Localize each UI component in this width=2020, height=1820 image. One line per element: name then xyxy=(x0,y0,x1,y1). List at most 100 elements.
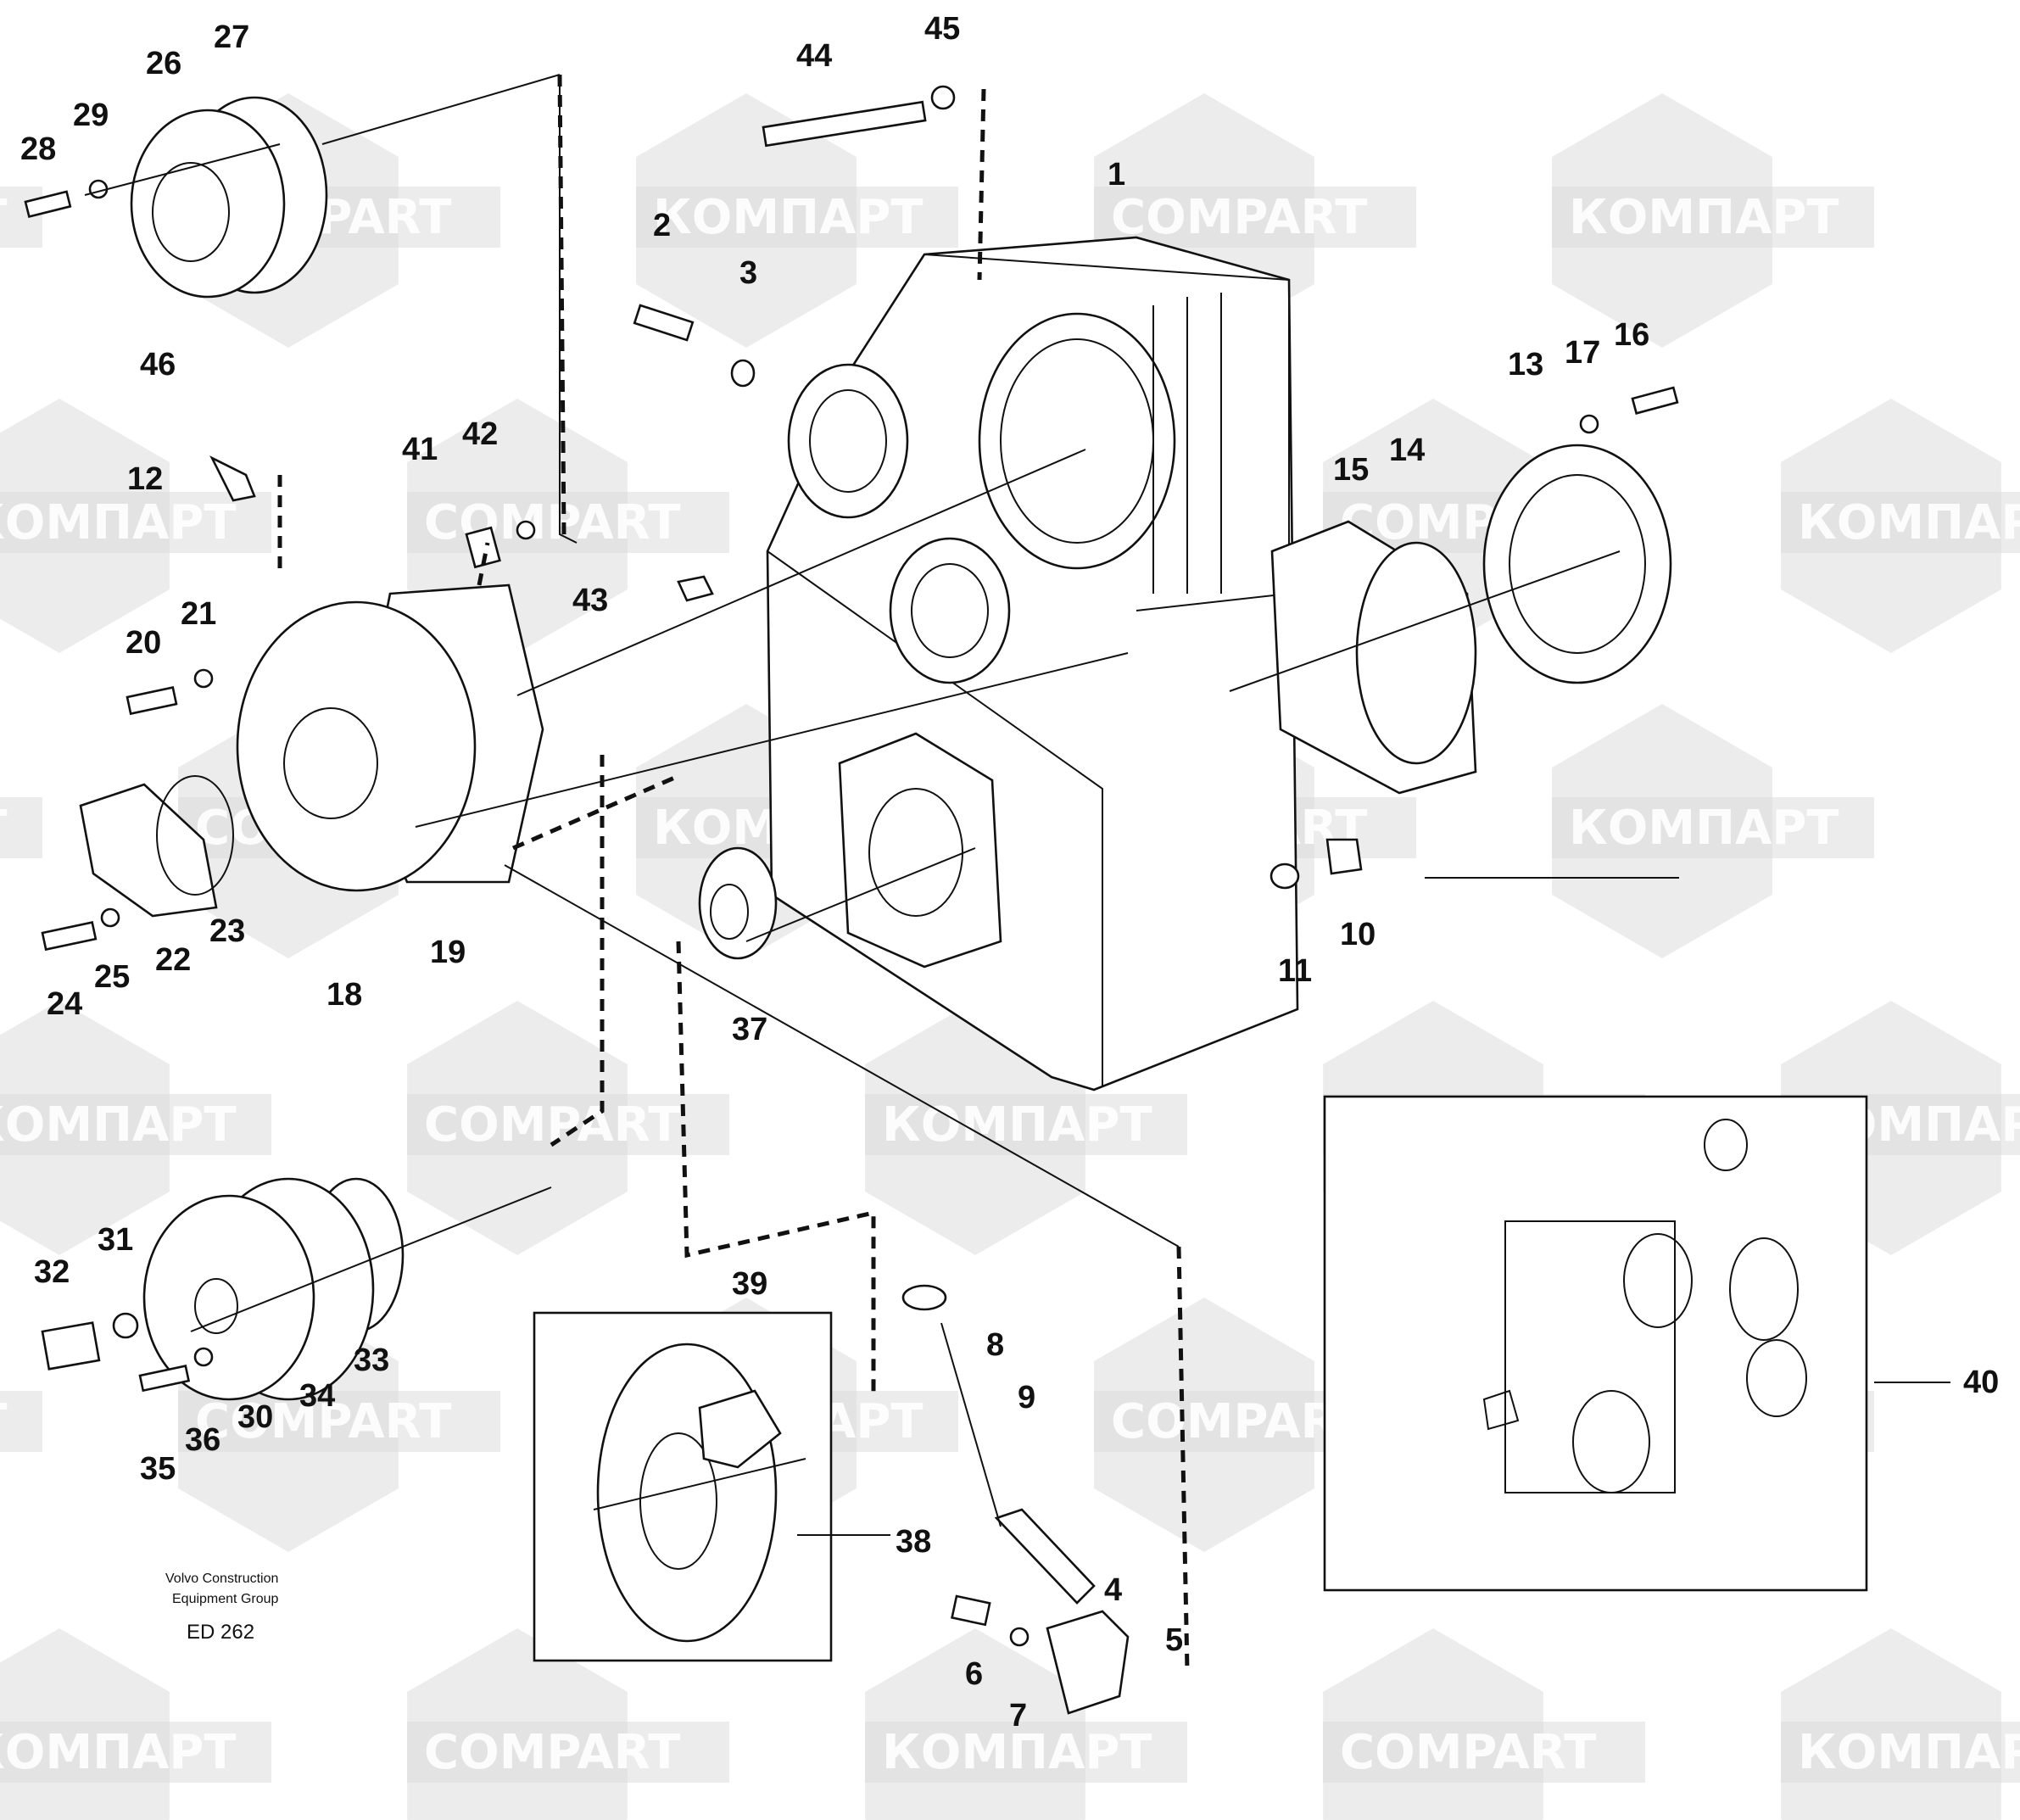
callout-25: 25 xyxy=(94,959,130,995)
callout-3: 3 xyxy=(739,255,757,291)
watermark-band xyxy=(0,492,271,553)
watermark-text: COMPART xyxy=(424,1725,680,1780)
callout-37: 37 xyxy=(732,1012,767,1047)
fasteners xyxy=(24,85,1679,1647)
watermark-text: КОМПАРТ xyxy=(1798,495,2020,550)
watermark-text: КОМПАРТ xyxy=(0,190,8,245)
watermark-band xyxy=(407,1722,729,1783)
watermark-text: COMPART xyxy=(195,1394,451,1449)
watermark-text: КОМПАРТ xyxy=(882,1097,1152,1153)
overview-inset-40 xyxy=(1323,1095,1868,1592)
callout-13: 13 xyxy=(1508,347,1543,382)
watermark-band xyxy=(0,1722,271,1783)
callout-8: 8 xyxy=(986,1327,1004,1363)
watermark-band xyxy=(1781,492,2020,553)
callout-41: 41 xyxy=(402,432,438,467)
callout-36: 36 xyxy=(185,1422,220,1458)
transmission-housing xyxy=(766,236,1299,1091)
credit-line-2: Equipment Group xyxy=(172,1592,279,1606)
callout-2: 2 xyxy=(653,208,671,243)
dipstick-assembly xyxy=(901,1284,1130,1715)
callout-43: 43 xyxy=(572,583,608,618)
brake-disc-inset xyxy=(533,1311,833,1662)
callout-22: 22 xyxy=(155,942,191,978)
callout-15: 15 xyxy=(1333,452,1369,488)
callout-40: 40 xyxy=(1963,1365,1999,1400)
callout-12: 12 xyxy=(127,461,163,497)
callout-5: 5 xyxy=(1165,1622,1183,1658)
watermark-band xyxy=(1323,1722,1645,1783)
callout-30: 30 xyxy=(237,1399,273,1435)
watermark-text: КОМПАРТ xyxy=(0,495,237,550)
callout-11: 11 xyxy=(1278,953,1312,989)
watermark-text: КОМПАРТ xyxy=(0,1394,8,1449)
watermark-text: КОМПАРТ xyxy=(1569,801,1839,856)
callout-42: 42 xyxy=(462,416,498,452)
callout-1: 1 xyxy=(1108,157,1125,193)
callout-10: 10 xyxy=(1340,917,1375,952)
callout-4: 4 xyxy=(1104,1572,1122,1608)
callout-6: 6 xyxy=(965,1656,983,1692)
callout-21: 21 xyxy=(181,596,216,632)
callout-7: 7 xyxy=(1009,1698,1027,1733)
callout-32: 32 xyxy=(34,1254,70,1290)
watermark-text: COMPART xyxy=(1340,1725,1596,1780)
callout-18: 18 xyxy=(326,977,362,1013)
callout-44: 44 xyxy=(796,38,832,74)
publisher-credit: Volvo Construction Equipment Group ED 26… xyxy=(165,1572,279,1644)
callout-24: 24 xyxy=(47,986,82,1022)
callout-28: 28 xyxy=(20,131,56,167)
watermark-band xyxy=(1781,1722,2020,1783)
credit-line-1: Volvo Construction xyxy=(165,1572,278,1586)
bearing-37 xyxy=(698,846,778,960)
watermark-band xyxy=(407,492,729,553)
watermark-text: КОМПАРТ xyxy=(882,1725,1152,1780)
watermark-band xyxy=(1552,187,1874,248)
watermark-band xyxy=(0,797,42,858)
watermark-band xyxy=(0,1094,271,1155)
cover-18-19 xyxy=(236,583,544,892)
watermark-band xyxy=(636,187,958,248)
watermark-band xyxy=(865,1094,1187,1155)
callout-23: 23 xyxy=(209,913,245,949)
callout-14: 14 xyxy=(1389,433,1425,468)
callout-19: 19 xyxy=(430,935,466,970)
watermark-text: КОМПАРТ xyxy=(1569,190,1839,245)
callout-31: 31 xyxy=(98,1222,133,1258)
callout-26: 26 xyxy=(146,46,181,81)
callout-45: 45 xyxy=(924,11,960,47)
callout-17: 17 xyxy=(1565,335,1600,371)
watermark-text: COMPART xyxy=(424,495,680,550)
drawing-code: ED 262 xyxy=(187,1621,254,1644)
watermark-band xyxy=(1094,187,1416,248)
cover-22-23 xyxy=(79,775,234,918)
watermark-band xyxy=(178,1391,500,1452)
callout-33: 33 xyxy=(354,1343,389,1378)
assembly-paths xyxy=(277,74,1190,1672)
callout-38: 38 xyxy=(896,1524,931,1560)
callout-34: 34 xyxy=(299,1378,335,1414)
callout-39: 39 xyxy=(732,1266,767,1302)
seal-set-13-15 xyxy=(1270,444,1672,795)
callout-16: 16 xyxy=(1614,317,1649,353)
callout-29: 29 xyxy=(73,98,109,133)
watermark-band xyxy=(407,1094,729,1155)
watermark-band xyxy=(0,1391,42,1452)
watermark-band xyxy=(1552,797,1874,858)
watermark-band xyxy=(865,1722,1187,1783)
watermark-text: КОМПАРТ xyxy=(1798,1725,2020,1780)
watermark-text: COMPART xyxy=(1111,190,1367,245)
watermark-text: КОМПАРТ xyxy=(653,190,924,245)
callout-35: 35 xyxy=(140,1451,176,1487)
callout-20: 20 xyxy=(126,625,161,661)
leader-lines xyxy=(84,74,1950,1536)
callout-labels: 1 2 3 4 5 6 7 8 9 10 11 12 13 14 15 16 1… xyxy=(20,11,1999,1733)
callout-46: 46 xyxy=(140,347,176,382)
callout-27: 27 xyxy=(214,20,249,55)
callout-9: 9 xyxy=(1018,1380,1035,1415)
watermark-text: КОМПАРТ xyxy=(0,801,8,856)
cover-26-27 xyxy=(130,96,328,299)
watermark-text: КОМПАРТ xyxy=(0,1097,237,1153)
watermark-text: КОМПАРТ xyxy=(0,1725,237,1780)
